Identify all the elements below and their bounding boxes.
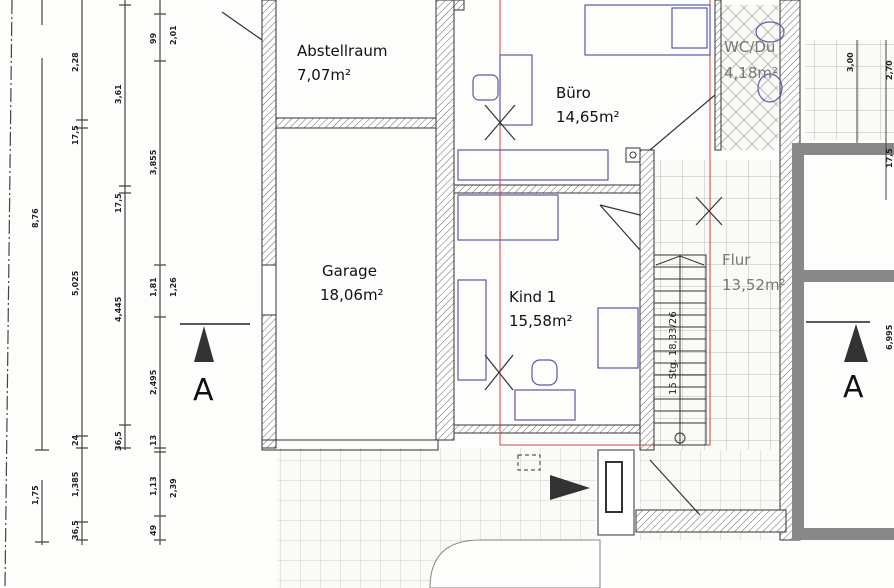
window-crosses [221, 11, 723, 516]
neighbor-wall [792, 143, 894, 540]
dim-label: 17,5 [114, 193, 123, 213]
room-area-kind1: 15,58m² [509, 312, 573, 330]
dim-label: 13 [149, 435, 158, 446]
dim-label: 2,01 [169, 25, 178, 45]
room-area-wc: 4,18m² [724, 64, 778, 82]
room-name-wc: WC/Du [724, 38, 775, 56]
room-name-abstellraum: Abstellraum [297, 42, 388, 60]
dim-label: 36,5 [114, 431, 123, 451]
dimension-lines-right [856, 40, 887, 200]
dim-label: 2,39 [169, 478, 178, 498]
room-name-buero: Büro [556, 84, 591, 102]
section-mark-left: A [180, 323, 250, 408]
dim-label: 3,61 [114, 84, 123, 104]
dim-label: 1,26 [169, 277, 178, 297]
dim-label: 2,70 [885, 60, 894, 80]
dim-label: 1,385 [71, 471, 80, 497]
room-area-garage: 18,06m² [320, 286, 384, 304]
dim-label: 8,76 [31, 208, 40, 228]
entrance-arrow-icon [550, 475, 590, 500]
dim-label: 3,00 [846, 52, 855, 72]
staircase [653, 254, 707, 446]
section-arrow-icon [194, 326, 214, 362]
red-outline [499, 0, 711, 446]
room-name-garage: Garage [322, 262, 377, 280]
dim-label: 99 [149, 32, 158, 44]
room-area-buero: 14,65m² [556, 108, 620, 126]
dim-label: 1,81 [149, 277, 158, 297]
dim-label: 24 [71, 434, 80, 446]
furniture [457, 4, 785, 421]
dim-label: 5,025 [71, 270, 80, 296]
dim-label: 36,5 [71, 520, 80, 540]
stair-label: 15 Stg. 18,33/26 [668, 311, 679, 395]
dimension-labels-left: 8,76 1,75 2,28 17,5 5,025 24 1,385 36,5 … [31, 25, 178, 540]
dim-label: 2,28 [71, 52, 80, 72]
dim-label: 4,445 [114, 296, 123, 322]
section-label: A [843, 370, 864, 405]
room-name-flur: Flur [722, 251, 751, 269]
wc-floor [720, 5, 778, 150]
section-mark-right: A [806, 321, 870, 405]
room-name-kind1: Kind 1 [509, 288, 556, 306]
section-arrow-icon [844, 324, 868, 362]
flur-floor [655, 160, 715, 450]
dim-label: 2,495 [149, 369, 158, 395]
dim-label: 17,5 [71, 125, 80, 145]
dim-label: 17,5 [885, 148, 894, 168]
dim-label: 1,13 [149, 476, 158, 496]
dim-label: 6,995 [885, 324, 894, 350]
dim-label: 3,855 [149, 149, 158, 175]
section-label: A [193, 373, 214, 408]
room-area-abstellraum: 7,07m² [297, 66, 351, 84]
room-area-flur: 13,52m² [722, 276, 786, 294]
dimension-chains-left [4, 0, 166, 588]
dim-label: 1,75 [31, 485, 40, 505]
dim-label: 49 [149, 524, 158, 536]
